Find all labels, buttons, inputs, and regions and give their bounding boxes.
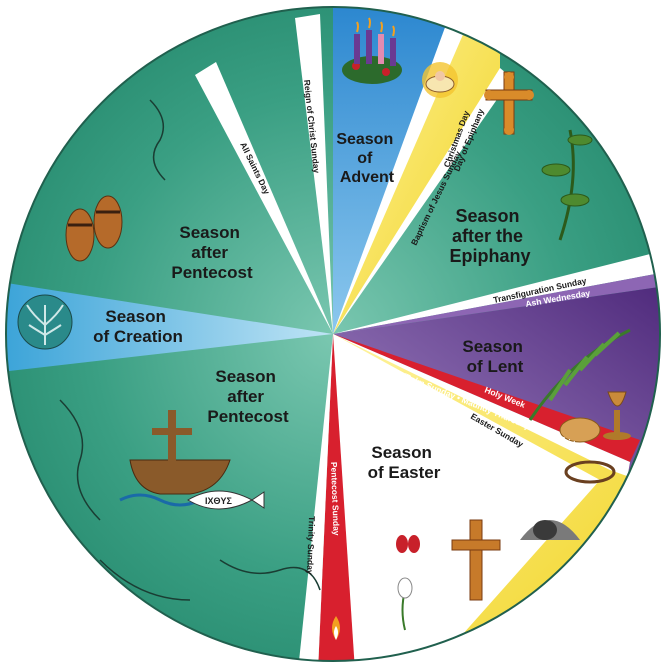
nativity-icon xyxy=(422,62,458,98)
season-lent-label: Season of Lent xyxy=(462,337,527,376)
season-epiphany-label: Season after the Epiphany xyxy=(449,206,530,266)
creation-globe-icon xyxy=(18,295,72,349)
season-creation-label: Season of Creation xyxy=(93,307,183,346)
ichthys-label: IXΘYΣ xyxy=(205,496,233,506)
trinity-sunday-label: Trinity Sunday xyxy=(305,516,317,575)
season-easter-label: Season of Easter xyxy=(368,443,441,482)
